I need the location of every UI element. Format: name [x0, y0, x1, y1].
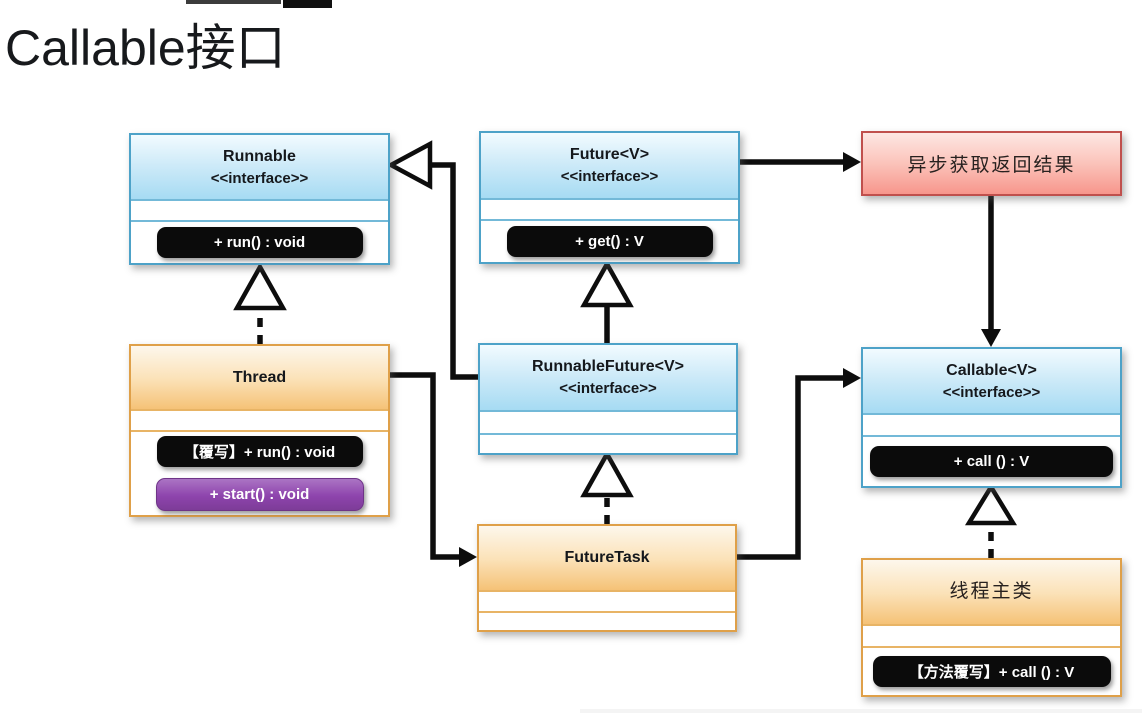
methods-row: + get() : V: [481, 219, 738, 262]
method-pill-get: + get() : V: [506, 226, 713, 257]
class-stereotype: <<interface>>: [210, 169, 309, 187]
attributes-row-empty: [131, 409, 388, 430]
class-name: Thread: [232, 368, 287, 386]
top-edge-artifact-thick: [283, 0, 332, 8]
methods-row: + run() : void: [131, 220, 388, 263]
hollow-triangle-icon-runnable-right: [386, 140, 433, 190]
class-header-runnablefuture: RunnableFuture<V> <<interface>>: [480, 345, 736, 410]
methods-row-empty: [479, 611, 735, 630]
class-header-futuretask: FutureTask: [479, 526, 735, 590]
class-name: RunnableFuture<V>: [531, 358, 685, 376]
connector-thread-to-futuretask: [390, 372, 463, 560]
attributes-row-empty: [863, 624, 1120, 646]
class-box-thread-main: 线程主类 【方法覆写】+ call () : V: [861, 558, 1122, 697]
hollow-triangle-icon-runnable-bottom: [233, 262, 287, 311]
class-box-future: Future<V> <<interface>> + get() : V: [479, 131, 740, 264]
class-stereotype: <<interface>>: [559, 380, 657, 398]
class-box-futuretask: FutureTask: [477, 524, 737, 632]
class-stereotype: <<interface>>: [942, 383, 1041, 401]
hollow-triangle-icon-future-bottom: [580, 259, 634, 308]
methods-row: 【覆写】+ run() : void + start() : void: [131, 430, 388, 515]
methods-row: 【方法覆写】+ call () : V: [863, 646, 1120, 695]
methods-row: + call () : V: [863, 435, 1120, 486]
class-name: Callable<V>: [946, 361, 1037, 379]
arrowhead-icon-to-callable-left: [843, 368, 861, 388]
method-pill-run: + run() : void: [156, 227, 363, 258]
method-pill-run-override: 【覆写】+ run() : void: [156, 436, 363, 467]
class-name: 线程主类: [949, 581, 1034, 603]
class-box-thread: Thread 【覆写】+ run() : void + start() : vo…: [129, 344, 390, 517]
class-stereotype: <<interface>>: [560, 168, 659, 186]
class-header-future: Future<V> <<interface>>: [481, 133, 738, 198]
hollow-triangle-icon-runnablefuture-bottom: [580, 449, 634, 498]
method-pill-call: + call () : V: [870, 446, 1113, 477]
method-pill-start: + start() : void: [155, 478, 364, 511]
connector-futuretask-to-callable: [737, 375, 847, 560]
connector-runnablefuture-extends-runnable: [430, 162, 478, 380]
attributes-row-empty: [131, 199, 388, 220]
arrowhead-icon-to-futuretask: [459, 547, 477, 567]
method-pill-call-override: 【方法覆写】+ call () : V: [872, 656, 1111, 687]
arrowhead-icon-to-asyncnote: [843, 152, 861, 172]
hollow-triangle-icon-callable-bottom: [964, 482, 1018, 526]
class-box-runnablefuture: RunnableFuture<V> <<interface>>: [478, 343, 738, 455]
arrowhead-icon-to-callable-top: [981, 329, 1001, 347]
class-box-runnable: Runnable <<interface>> + run() : void: [129, 133, 390, 265]
note-box-async-result: 异步获取返回结果: [861, 131, 1122, 196]
class-header-runnable: Runnable <<interface>>: [131, 135, 388, 199]
bottom-edge-artifact: [580, 709, 1142, 713]
attributes-row-empty: [481, 198, 738, 219]
note-body: 异步获取返回结果: [863, 133, 1120, 194]
class-header-thread: Thread: [131, 346, 388, 409]
methods-row-empty: [480, 433, 736, 453]
class-header-callable: Callable<V> <<interface>>: [863, 349, 1120, 413]
class-header-thread-main: 线程主类: [863, 560, 1120, 624]
class-name: Future<V>: [569, 146, 650, 164]
page-title: Callable接口: [5, 20, 286, 76]
attributes-row-empty: [479, 590, 735, 611]
class-box-callable: Callable<V> <<interface>> + call () : V: [861, 347, 1122, 488]
class-name: Runnable: [223, 147, 296, 165]
attributes-row-empty: [863, 413, 1120, 435]
attributes-row-empty: [480, 410, 736, 433]
class-name: FutureTask: [564, 549, 650, 567]
note-label: 异步获取返回结果: [907, 155, 1076, 176]
top-edge-artifact-thin: [186, 0, 281, 4]
